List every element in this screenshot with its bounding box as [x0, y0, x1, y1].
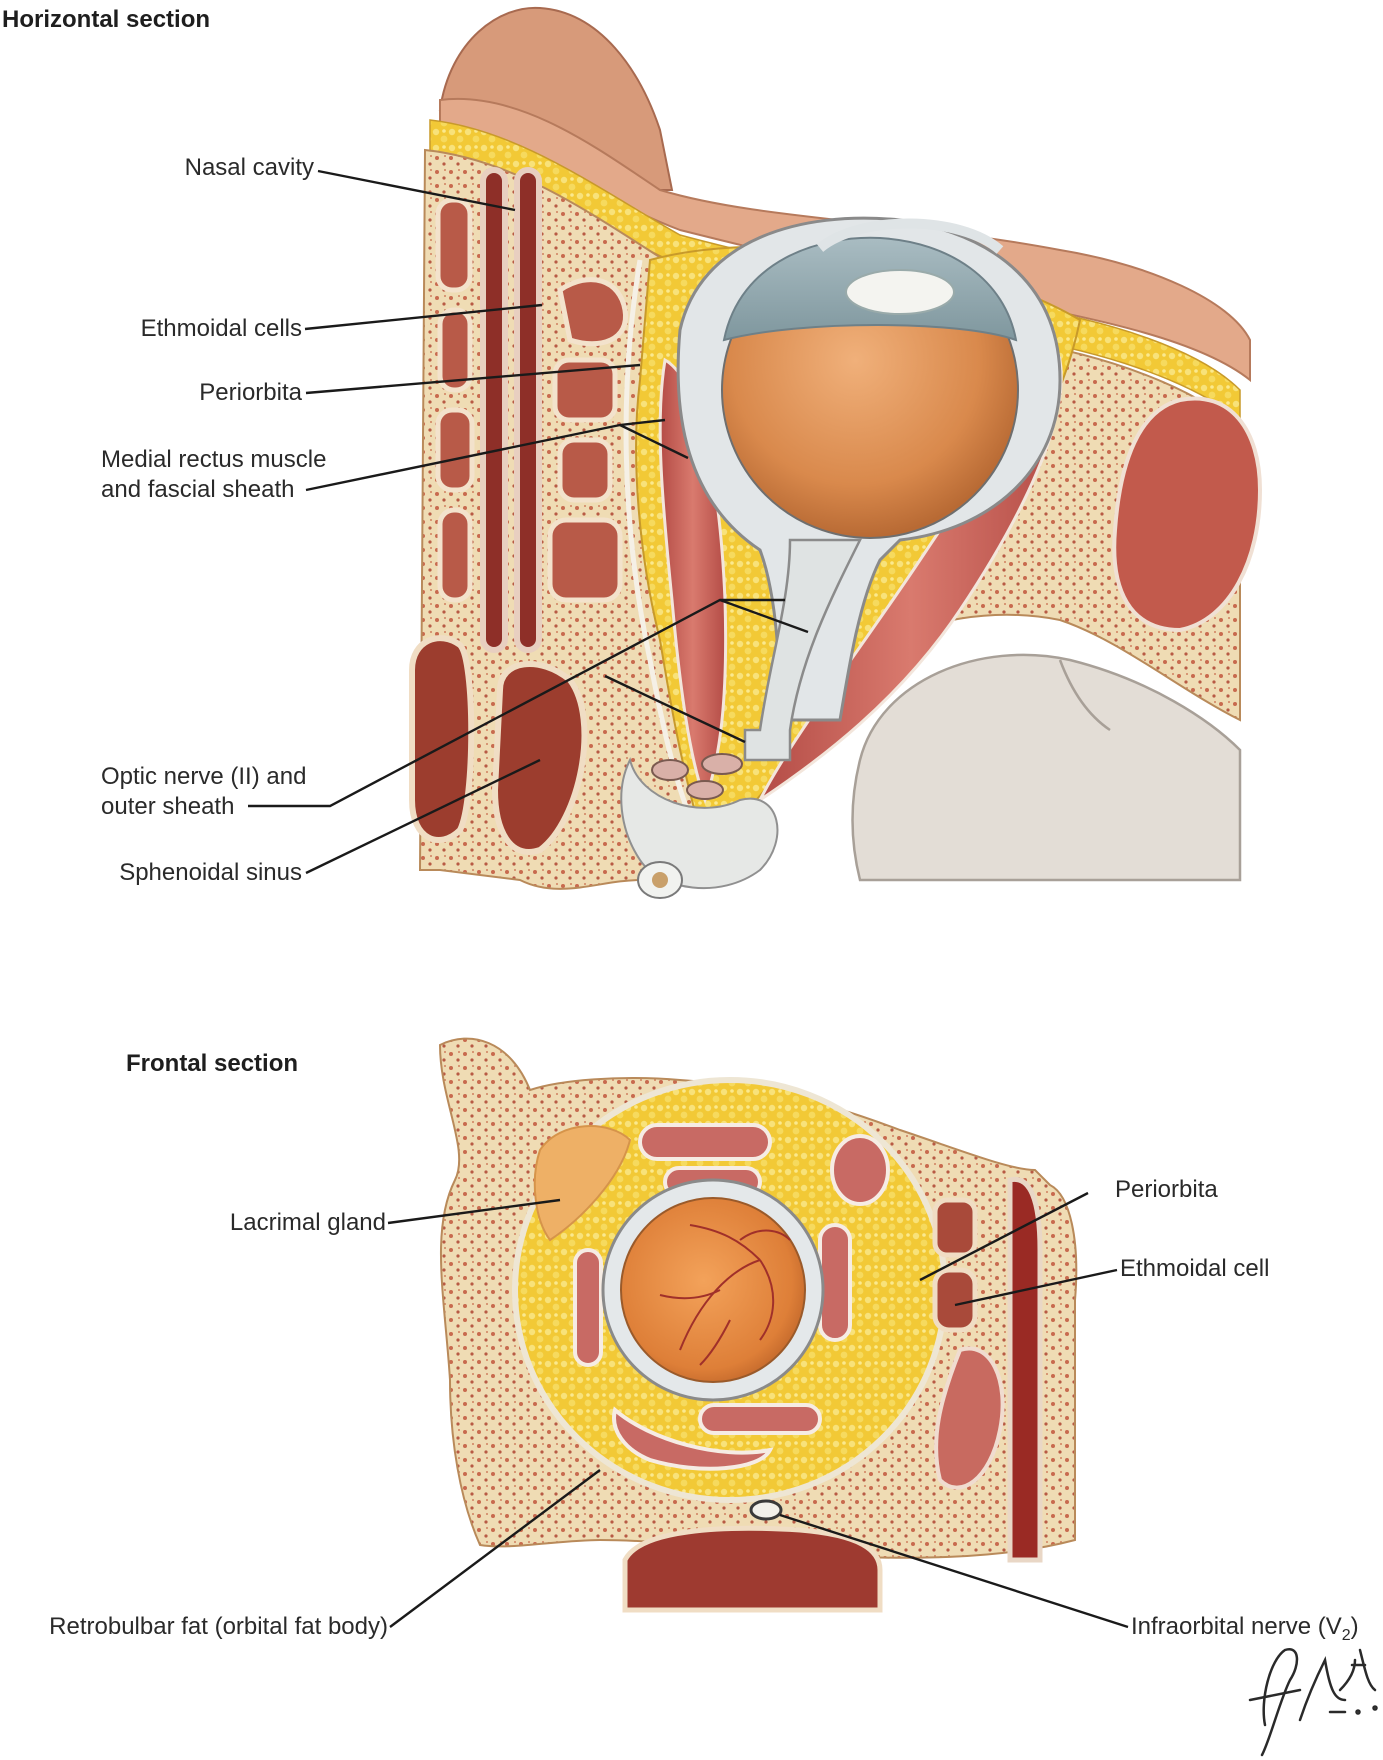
nasal-septum-mucosa — [1007, 1176, 1043, 1563]
leader-sphenoidal-sinus — [305, 758, 541, 875]
nasal-concha — [934, 1346, 1005, 1490]
leader-retrobulbar-fat — [389, 1469, 601, 1628]
leader-periorbita-f — [919, 1191, 1089, 1282]
periorbita — [623, 259, 703, 842]
frontal-eyeball-retina — [620, 1197, 806, 1383]
optic-nerve — [743, 538, 863, 762]
label-lacrimal-gland: Lacrimal gland — [229, 1209, 386, 1236]
lens — [845, 269, 955, 315]
label-retrobulbar-fat: Retrobulbar fat (orbital fat body) — [49, 1613, 388, 1640]
label-sphenoidal-sinus: Sphenoidal sinus — [119, 859, 302, 886]
frontal-section-drawing — [438, 1037, 1078, 1613]
leader-lacrimal-gland — [387, 1198, 561, 1225]
leader-nasal-cavity — [317, 169, 516, 212]
optic-canal-structures — [620, 753, 779, 899]
label-ethmoidal-cells: Ethmoidal cells — [140, 315, 302, 342]
leader-infraorbital-nerve — [779, 1513, 1129, 1629]
leader-periorbita-h — [305, 363, 641, 395]
cornea — [816, 218, 1004, 254]
label-infraorbital-nerve: Infraorbital nerve (V2) — [1131, 1613, 1359, 1644]
leader-medial-rectus-branch — [619, 423, 689, 460]
temporalis-muscle — [1112, 396, 1263, 633]
frontal-ethmoidal-cells — [932, 1197, 978, 1333]
label-periorbita-horizontal: Periorbita — [199, 379, 302, 406]
brain-sulcus — [1058, 659, 1111, 732]
netter-signature — [1248, 1648, 1378, 1757]
frontal-section-heading: Frontal section — [126, 1050, 299, 1077]
leader-lines — [248, 169, 1129, 1629]
infraorbital-nerve — [749, 1499, 783, 1521]
label-periorbita-frontal: Periorbita — [1115, 1176, 1218, 1203]
retinal-vessels — [659, 1224, 791, 1366]
nasal-cavity-channels — [480, 167, 542, 653]
leader-optic-nerve — [248, 598, 785, 808]
horizontal-section-heading: Horizontal section — [2, 6, 211, 33]
leader-sphenoidal-branch — [604, 674, 746, 744]
sphenoidal-sinus — [409, 635, 588, 855]
leader-ethmoidal-cells — [304, 303, 543, 331]
label-ethmoidal-cell: Ethmoidal cell — [1120, 1255, 1270, 1282]
brain-temporal-lobe — [851, 653, 1242, 882]
leader-ethmoidal-cell — [954, 1268, 1118, 1307]
label-nasal-cavity: Nasal cavity — [184, 154, 314, 181]
label-medial-rectus: Medial rectus muscle and fascial sheath — [101, 446, 327, 503]
label-optic-nerve: Optic nerve (II) and outer sheath — [101, 763, 307, 820]
horizontal-section-drawing — [409, 6, 1263, 899]
leader-optic-nerve-branch — [719, 598, 809, 634]
ethmoidal-cells — [435, 197, 628, 603]
maxillary-sinus — [622, 1525, 883, 1613]
